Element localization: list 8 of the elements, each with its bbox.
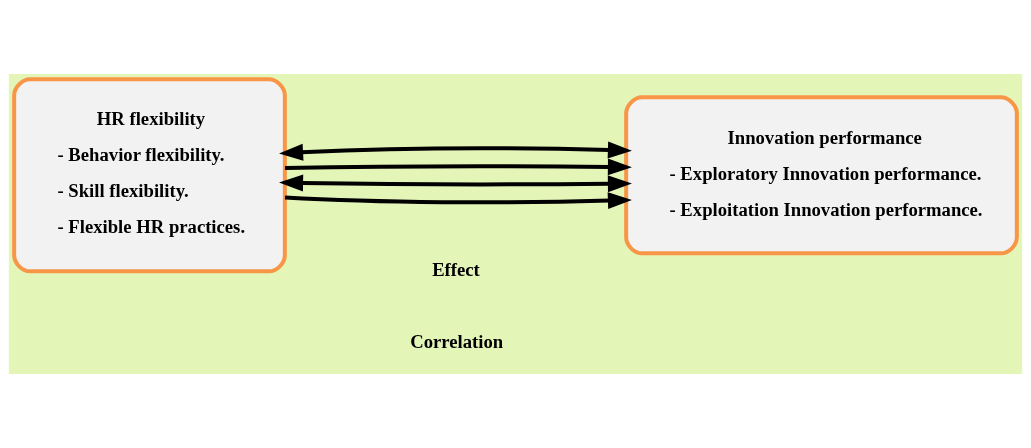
arrow — [279, 174, 632, 193]
label: Correlation — [410, 331, 504, 353]
arrow — [285, 158, 632, 176]
arrow — [279, 141, 632, 161]
node-box: HR flexibility - Behavior flexibility. - Skill flexibility. - Flexible HR practices. — [12, 77, 287, 274]
label: Effect — [432, 259, 480, 281]
arrow — [284, 192, 632, 210]
node-box: Innovation performance - Exploratory Innovation performance. - Exploitation Innovation performance. — [624, 95, 1019, 256]
